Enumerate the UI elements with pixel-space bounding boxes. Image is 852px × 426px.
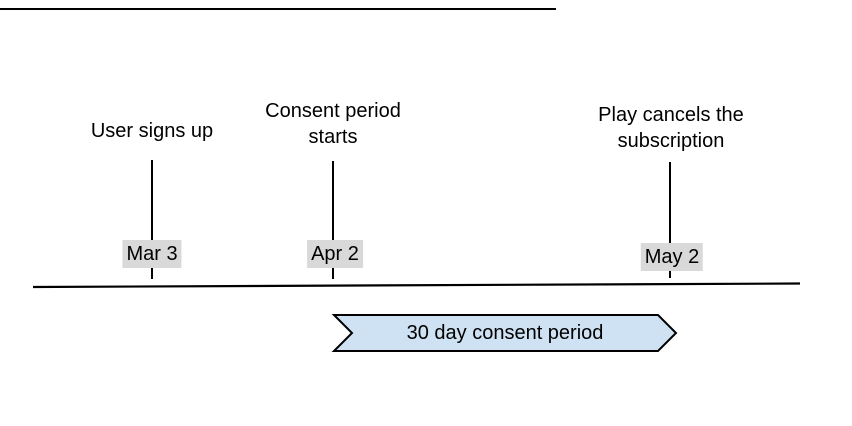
event-label-user-signs-up: User signs up	[90, 120, 214, 142]
date-badge-may2: May 2	[640, 243, 704, 271]
event-label-consent-period-starts: Consent period starts	[265, 100, 401, 148]
event-label-play-cancels: Play cancels the subscription	[598, 104, 744, 152]
date-badge-mar3: Mar 3	[122, 240, 182, 268]
timeline-axis-line	[32, 282, 801, 289]
consent-banner-shape	[331, 314, 678, 352]
consent-banner-label: 30 day consent period	[406, 322, 604, 344]
date-badge-apr2: Apr 2	[307, 240, 363, 268]
